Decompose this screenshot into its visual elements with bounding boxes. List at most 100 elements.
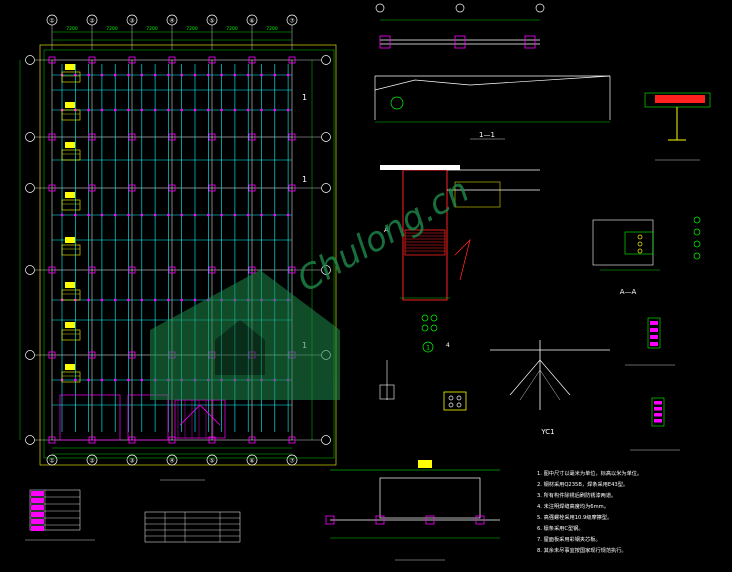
column-marker	[208, 436, 216, 444]
legend-swatch	[31, 512, 44, 517]
base-plate-2-bolt-d	[456, 402, 462, 408]
connector-mark	[167, 108, 170, 112]
axis-bubble-left	[25, 350, 35, 360]
aa-side-bolt	[693, 252, 701, 260]
material-table	[144, 511, 241, 543]
annotation-tag	[65, 64, 75, 70]
elevation-frame	[379, 477, 481, 519]
watermark-logo	[150, 270, 340, 400]
column-marker	[208, 56, 216, 64]
stair-box-2	[127, 394, 169, 441]
general-note: 6. 檩条采用C型钢。	[537, 524, 584, 532]
axis-label-bottom: ⑥	[249, 458, 254, 465]
annotation-tag	[65, 192, 75, 198]
connector-mark	[193, 213, 197, 217]
legend-swatch	[31, 491, 44, 496]
axis-label-top: ①	[49, 18, 54, 25]
beam-axis-bubble	[535, 3, 545, 13]
column-marker	[168, 133, 176, 141]
axis-bubble-left	[25, 183, 35, 193]
column-cap	[380, 165, 460, 170]
legend-swatch	[31, 519, 44, 524]
connector-mark	[100, 108, 104, 112]
column-marker	[48, 184, 56, 192]
column-brace	[454, 238, 471, 281]
general-note: 3. 所有构件除锈后刷防锈漆两道。	[537, 491, 616, 499]
column-marker	[168, 266, 176, 274]
aa-side-bolt	[693, 240, 701, 248]
connector-mark	[180, 213, 183, 217]
connector-mark	[140, 298, 143, 302]
dim-text-top: 7200	[186, 26, 198, 32]
column-marker	[288, 56, 296, 64]
general-note: 8. 其余未尽事宜按国家现行规范执行。	[537, 546, 627, 554]
connector-mark	[233, 108, 237, 112]
column-marker	[88, 56, 96, 64]
elevation-col-marker	[475, 515, 485, 525]
general-note: 7. 屋面板采用彩钢夹芯板。	[537, 535, 601, 543]
column-marker	[48, 266, 56, 274]
beam-end-plate	[379, 35, 391, 49]
column-marker	[208, 184, 216, 192]
connector-mark	[127, 298, 130, 302]
aa-bolt	[637, 234, 643, 240]
axis-bubble-right	[321, 183, 331, 193]
axis-label-bottom: ③	[129, 458, 134, 465]
axis-bubble-right	[321, 265, 331, 275]
watermark-door-icon	[215, 320, 265, 375]
dim-text-top: 7200	[66, 26, 78, 32]
general-note: 5. 高强螺栓采用10.9级摩擦型。	[537, 513, 612, 521]
connector-mark	[87, 298, 90, 302]
connection-detail-2-bolt	[654, 401, 662, 405]
connector-mark	[247, 73, 250, 77]
column-marker	[248, 266, 256, 274]
elevation-col-marker	[325, 515, 335, 525]
beam-end-plate	[524, 35, 536, 49]
general-note: 2. 钢材采用Q235B，焊条采用E43型。	[537, 480, 628, 488]
axis-bubble-left	[25, 265, 35, 275]
elevation-note	[418, 460, 432, 468]
connector-mark	[87, 108, 90, 112]
column-marker	[88, 351, 96, 359]
connector-mark	[167, 298, 170, 302]
base-plate-2	[443, 391, 467, 411]
column-marker	[88, 184, 96, 192]
connector-mark	[140, 73, 143, 77]
stair-box	[59, 394, 121, 441]
connector-mark	[74, 73, 77, 77]
legend-swatch	[31, 526, 44, 531]
axis-bubble-bottom	[206, 454, 218, 466]
connection-detail-1	[647, 317, 661, 349]
section-marker: 1	[302, 175, 307, 184]
connection-detail-2-bolt	[654, 419, 662, 423]
column-marker	[128, 266, 136, 274]
connector-mark	[286, 73, 290, 77]
axis-bubble-bottom	[126, 454, 138, 466]
column-marker	[48, 436, 56, 444]
column-marker	[168, 436, 176, 444]
axis-label-top: ⑤	[209, 18, 214, 25]
section-marker: 1	[302, 93, 307, 102]
column-marker	[88, 266, 96, 274]
connector-mark	[127, 378, 130, 382]
axis-bubble-bottom	[86, 454, 98, 466]
column-marker	[128, 184, 136, 192]
axis-bubble-bottom	[46, 454, 58, 466]
annotation-tag	[65, 282, 75, 288]
connector-mark	[74, 378, 77, 382]
annotation-tag	[65, 364, 75, 370]
column-marker	[208, 266, 216, 274]
connector-mark	[247, 213, 250, 217]
column-marker	[288, 184, 296, 192]
axis-bubble-left	[25, 55, 35, 65]
connector-mark	[100, 298, 104, 302]
connector-mark	[273, 213, 276, 217]
axis-bubble-right	[321, 132, 331, 142]
connector-mark	[100, 213, 104, 217]
axis-label-top: ⑥	[249, 18, 254, 25]
connector-mark	[260, 213, 263, 217]
connector-mark	[153, 73, 157, 77]
beam-end-plate	[454, 35, 466, 49]
axis-label-bottom: ⑤	[209, 458, 214, 465]
